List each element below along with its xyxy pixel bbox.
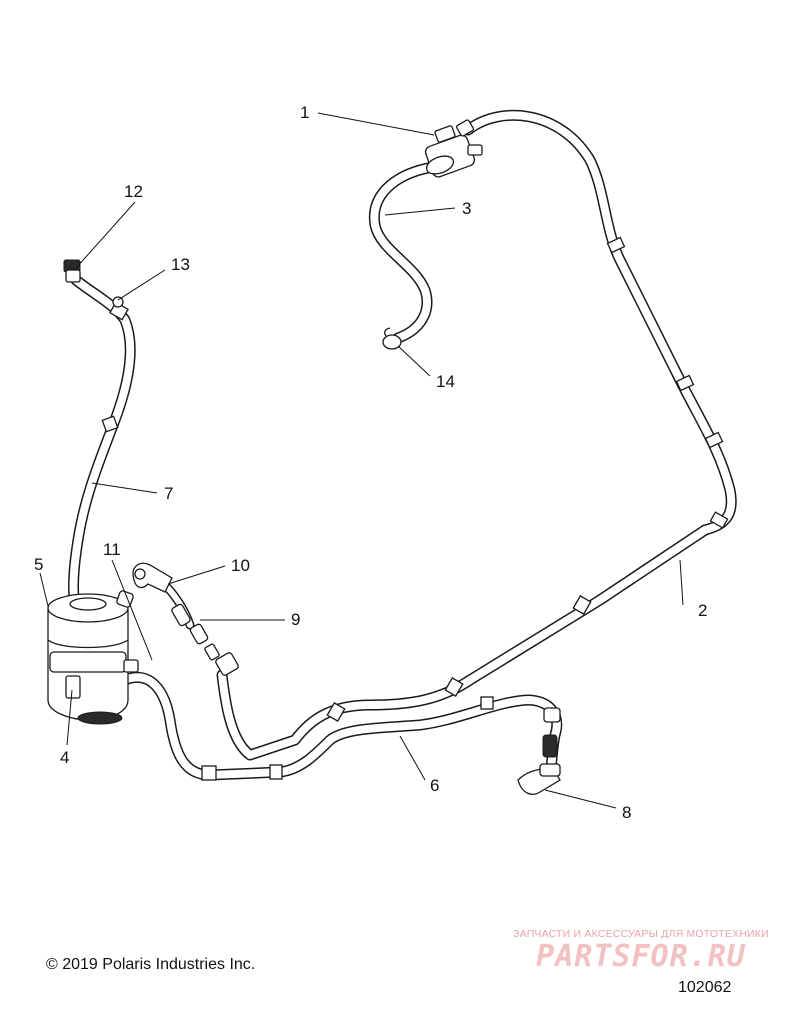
- hose-clamps: [101, 236, 729, 781]
- hose-7: [68, 274, 136, 611]
- callout-12: 12: [124, 182, 143, 201]
- callout-13: 13: [171, 255, 190, 274]
- hose-6: [119, 671, 563, 781]
- purge-valve: [424, 119, 483, 178]
- elbow-fitting: [132, 562, 173, 593]
- drawing-number: 102062: [678, 979, 732, 996]
- callout-5: 5: [34, 555, 43, 574]
- callout-11: 11: [103, 540, 121, 559]
- callout-2: 2: [698, 601, 707, 620]
- callout-9: 9: [291, 610, 300, 629]
- vent-fitting: [63, 259, 124, 308]
- callout-6: 6: [430, 776, 439, 795]
- callout-1: 1: [300, 103, 309, 122]
- hose-2: [216, 109, 737, 761]
- hose-group: [68, 109, 737, 781]
- leader-lines: [39, 112, 684, 809]
- callout-7: 7: [164, 484, 173, 503]
- callout-4: 4: [60, 748, 69, 767]
- hose-end-clamp: [382, 327, 402, 350]
- charcoal-canister: [47, 593, 139, 725]
- callout-14: 14: [436, 372, 455, 391]
- copyright-notice: © 2019 Polaris Industries Inc.: [46, 956, 256, 973]
- callout-10: 10: [231, 556, 250, 575]
- callout-8: 8: [622, 803, 631, 822]
- outlet-connector: [517, 707, 561, 795]
- callout-labels: 1 2 3 4 5 6 7 8 9 10 11 12 13 14: [34, 103, 707, 822]
- callout-3: 3: [462, 199, 471, 218]
- inline-fittings: [171, 603, 239, 676]
